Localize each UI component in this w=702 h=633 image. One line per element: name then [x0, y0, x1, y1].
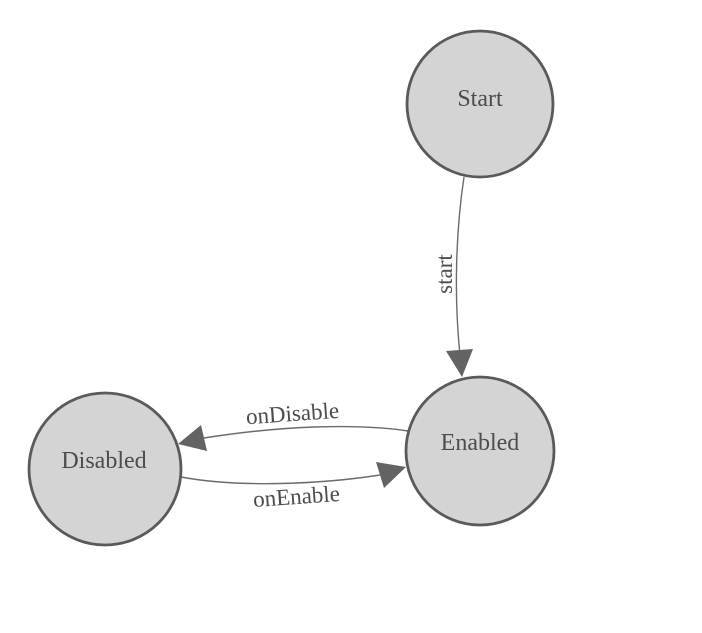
- node-disabled-label: Disabled: [61, 448, 146, 474]
- edge-start-line: [455, 176, 465, 351]
- edge-onenable-line: [180, 474, 381, 485]
- edge-label-onenable: onEnable: [252, 481, 340, 512]
- edge-start-to-enabled[interactable]: start: [432, 176, 473, 377]
- arrowhead-left-icon: [178, 425, 207, 451]
- arrowhead-down-icon: [446, 349, 473, 377]
- edge-label-ondisable: onDisable: [245, 398, 340, 429]
- state-node-start[interactable]: Start: [405, 29, 555, 179]
- edge-disabled-to-enabled[interactable]: onEnable: [180, 462, 406, 512]
- state-node-enabled[interactable]: Enabled: [404, 375, 556, 527]
- node-enabled-circle[interactable]: [404, 375, 556, 527]
- edge-label-start: start: [432, 254, 457, 294]
- edge-ondisable-line: [203, 425, 409, 439]
- node-start-circle[interactable]: [405, 29, 555, 179]
- state-node-disabled[interactable]: Disabled: [27, 391, 183, 547]
- node-enabled-label: Enabled: [441, 430, 520, 456]
- arrowhead-right-icon: [376, 462, 406, 488]
- edge-enabled-to-disabled[interactable]: onDisable: [178, 398, 409, 451]
- node-start-label: Start: [457, 86, 503, 112]
- node-disabled-circle[interactable]: [27, 391, 183, 547]
